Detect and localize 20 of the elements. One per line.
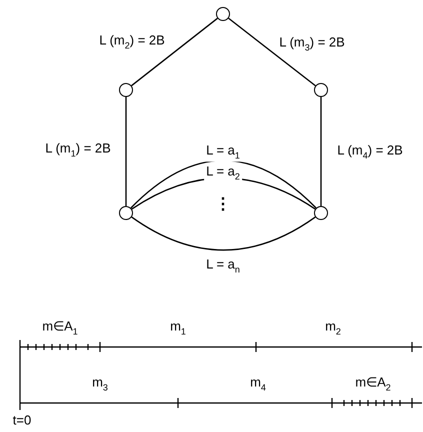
interval-label: m∈A$_{2}$	[353, 374, 393, 394]
edge-label: L = a$_{2}$	[204, 164, 242, 182]
node-circle	[119, 206, 133, 220]
node-circle	[314, 206, 328, 220]
edge-line	[131, 18, 218, 86]
edge-label: L (m$_{2}$) = 2B	[97, 32, 167, 52]
edge-label: L (m$_{4}$) = 2B	[335, 142, 405, 162]
edge-line	[131, 216, 316, 251]
node-circle	[216, 7, 230, 21]
edge-label: L = a$_{1}$	[204, 142, 242, 162]
edge-label: L (m$_{1}$) = 2B	[43, 140, 113, 160]
time-label: t=0	[10, 412, 34, 428]
node-circle	[314, 83, 328, 97]
edge-line	[125, 97, 127, 206]
edge-line	[320, 97, 322, 206]
edge-label: L = a$_{n}$	[204, 256, 242, 276]
edge-label: L (m$_{3}$) = 2B	[277, 34, 347, 54]
node-circle	[119, 83, 133, 97]
interval-label: m∈A$_{1}$	[40, 318, 80, 338]
edge-line	[228, 18, 316, 86]
